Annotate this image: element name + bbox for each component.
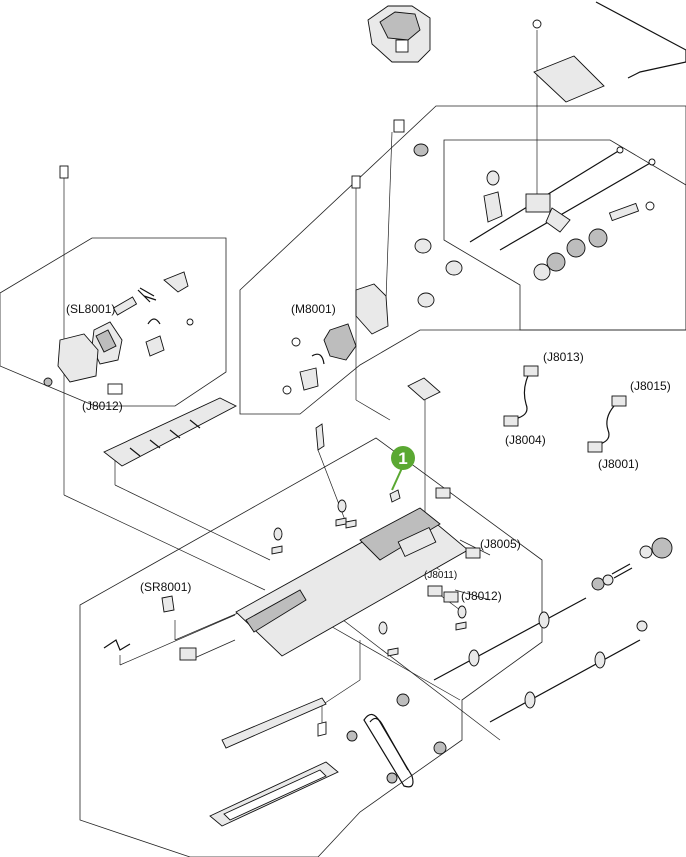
belt-assembly xyxy=(346,713,414,788)
label-j8012-right: (J8012) xyxy=(461,589,502,603)
roller-shafts xyxy=(396,537,673,755)
fasteners xyxy=(103,489,467,657)
gear-shafts xyxy=(469,146,656,281)
top-right-cable xyxy=(533,1,686,103)
lower-main-region xyxy=(79,437,543,857)
label-j8005: (J8005) xyxy=(480,537,521,551)
screw-top-right xyxy=(532,19,542,29)
label-j8001: (J8001) xyxy=(598,457,639,471)
top-bracket-assembly xyxy=(367,5,431,63)
main-chassis xyxy=(179,423,481,661)
label-j8011: (J8011) xyxy=(424,570,457,581)
label-sr8001: (SR8001) xyxy=(140,580,191,594)
motor-region xyxy=(239,105,686,415)
label-sl8001: (SL8001) xyxy=(66,302,115,316)
left-solenoid-parts xyxy=(43,165,194,395)
reference-labels: (SL8001) (J8012) (M8001) (J8013) (J8004)… xyxy=(66,302,671,603)
region-outlines xyxy=(0,105,686,857)
upper-paper-guide xyxy=(103,397,237,467)
motor-region-parts xyxy=(282,119,463,395)
label-j8013: (J8013) xyxy=(543,350,584,364)
callout-circle xyxy=(391,446,415,470)
label-j8015: (J8015) xyxy=(630,379,671,393)
small-pad xyxy=(407,377,441,401)
label-j8012-left: (J8012) xyxy=(82,399,123,413)
top-right-gear-region xyxy=(443,139,686,331)
label-m8001: (M8001) xyxy=(291,302,336,316)
harness-j8015-j8001 xyxy=(587,395,627,453)
harness-j8013-j8004 xyxy=(503,365,539,427)
lower-rails xyxy=(209,697,339,827)
callout-number: 1 xyxy=(398,449,407,468)
label-j8004: (J8004) xyxy=(505,433,546,447)
callout-1: 1 xyxy=(391,446,415,491)
left-solenoid-region xyxy=(0,237,227,407)
